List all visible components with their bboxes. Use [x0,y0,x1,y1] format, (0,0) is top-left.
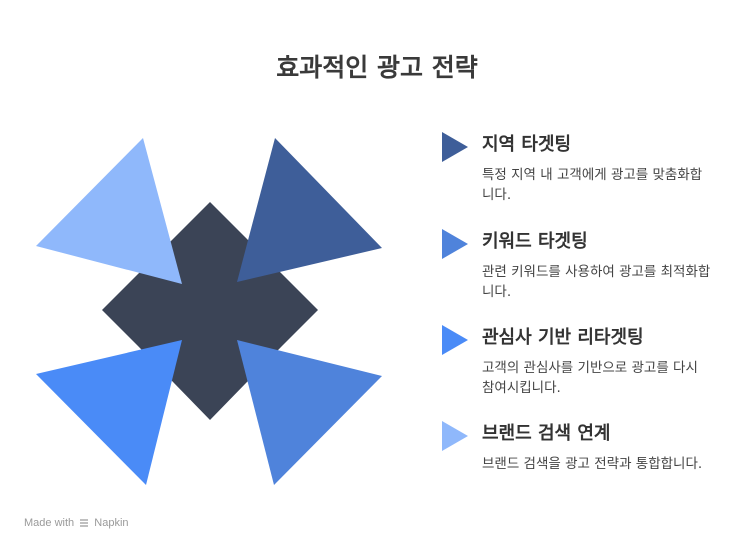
triangle-interest-retargeting [36,340,182,485]
page-title: 효과적인 광고 전략 [276,53,478,82]
arrow-marker-icon [442,421,468,451]
item-heading: 브랜드 검색 연계 [482,423,611,444]
item-heading: 키워드 타겟팅 [482,231,588,252]
arrow-marker-icon [442,132,468,162]
item-description: 고객의 관심사를 기반으로 광고를 다시 참여시킵니다. [482,360,698,396]
arrow-marker-icon [442,229,468,259]
star-diagram [36,138,382,485]
item-heading: 관심사 기반 리타겟팅 [482,327,644,348]
footer-brand: Napkin [94,517,129,529]
footer-credit: Made with Napkin [24,517,129,529]
napkin-logo-icon [80,519,89,527]
triangle-brand-search [36,138,182,284]
item-description: 특정 지역 내 고객에게 광고를 맞춤화합니다. [482,167,703,203]
triangle-local-targeting [237,138,382,282]
triangle-keyword-targeting [237,340,382,485]
footer-made-with: Made with [24,517,75,529]
item-description: 브랜드 검색을 광고 전략과 통합합니다. [482,456,703,472]
item-description: 관련 키워드를 사용하여 광고를 최적화합니다. [482,264,711,300]
arrow-marker-icon [442,325,468,355]
item-heading: 지역 타겟팅 [482,134,572,155]
